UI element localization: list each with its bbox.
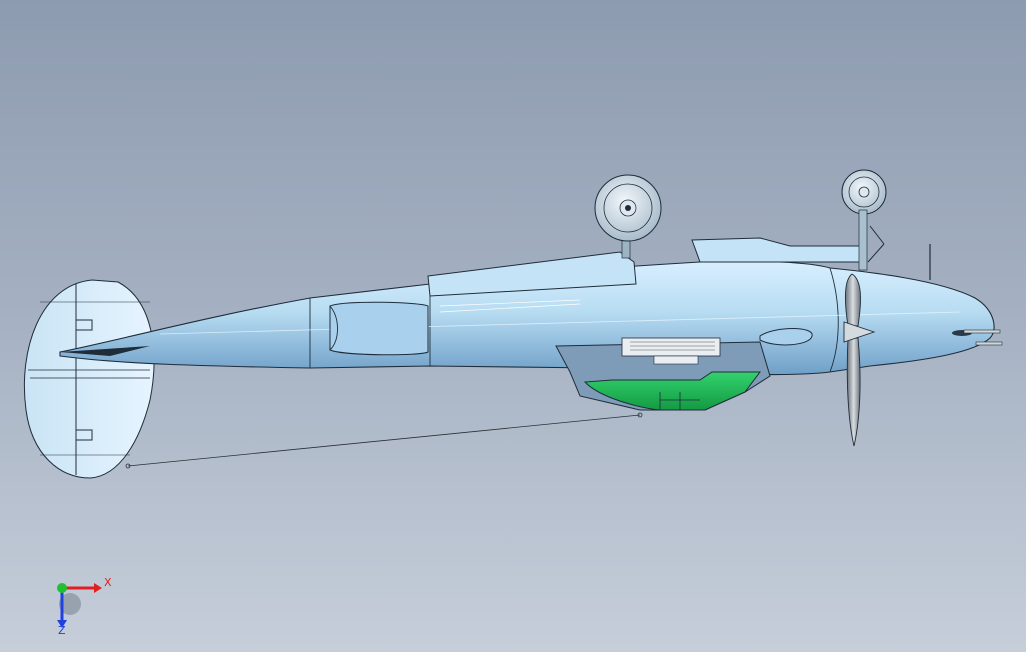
y-axis-point [57,583,67,593]
triad-origin-shadow [59,593,81,615]
antenna-wire [127,414,641,467]
vertical-tail-fin[interactable] [23,279,155,479]
auxiliary-landing-gear-wheel[interactable] [841,169,887,271]
radiator-housing[interactable] [555,337,771,411]
reference-triad: X Z [57,576,112,636]
main-landing-gear-wheel[interactable] [594,174,662,259]
gun-barrel-upper [963,329,1001,334]
gun-barrel-lower [975,341,1003,346]
z-axis-label: Z [58,624,66,636]
x-axis-label: X [104,576,112,589]
propeller[interactable] [843,273,876,447]
